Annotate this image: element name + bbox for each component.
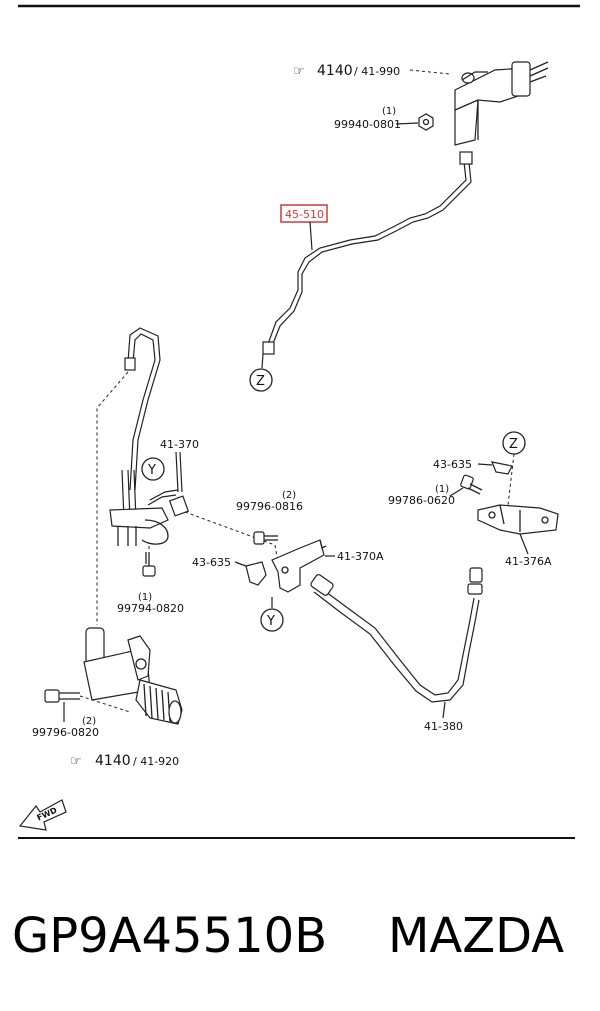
ref-circle-y-bottom <box>260 608 284 632</box>
bottom-ref-arrow-icon: ☞ <box>70 754 82 769</box>
clutch-hose-41-380 <box>310 567 483 703</box>
label-43-635-right: 43-635 <box>433 458 472 471</box>
ref-z-top: Z <box>256 374 265 389</box>
forward-arrow-icon <box>18 799 67 831</box>
label-41-376A: 41-376A <box>505 555 552 568</box>
qty-99796a: (2) <box>282 490 296 501</box>
qty-99796b: (2) <box>82 716 96 727</box>
left-pipe-assembly <box>109 327 190 546</box>
ref-circle-z-top <box>249 368 273 392</box>
clutch-pipe-45-510 <box>262 151 473 355</box>
top-ref-sub: / 41-990 <box>354 65 400 78</box>
label-99796a: 99796-0816 <box>236 500 303 513</box>
label-41-370: 41-370 <box>160 438 199 451</box>
leader-top-ref <box>409 69 451 75</box>
top-ref-arrow-icon: ☞ <box>293 64 305 79</box>
bolt-99786-0620 <box>460 474 483 495</box>
clip-43-635-left <box>245 561 267 586</box>
leader-bottom-bolt <box>79 695 131 713</box>
clutch-master-cylinder <box>454 61 549 146</box>
caption-brand: MAZDA <box>388 908 564 964</box>
ref-z-right: Z <box>509 437 518 452</box>
qty-99794: (1) <box>138 592 152 603</box>
label-41-370A: 41-370A <box>337 550 384 563</box>
top-ref-main: 4140 <box>317 63 353 79</box>
label-99786: 99786-0620 <box>388 494 455 507</box>
clutch-release-cylinder <box>83 627 183 725</box>
bolt-99796-0820 <box>44 689 80 703</box>
bottom-ref-sub: / 41-920 <box>133 755 179 768</box>
ref-circle-y-left <box>141 457 165 481</box>
label-99794: 99794-0820 <box>117 602 184 615</box>
label-99940: 99940-0801 <box>334 118 401 131</box>
clip-43-635-right <box>491 461 513 475</box>
label-45-510: 45-510 <box>285 208 324 221</box>
qty-99786: (1) <box>435 484 449 495</box>
bolt-99794-0820 <box>142 552 156 577</box>
ref-y-bottom: Y <box>266 614 275 629</box>
label-43-635-left: 43-635 <box>192 556 231 569</box>
nut-99940-0801 <box>418 113 434 131</box>
label-99796b: 99796-0820 <box>32 726 99 739</box>
ref-y-left: Y <box>147 463 156 478</box>
bracket-41-370A <box>271 539 327 593</box>
highlight-box-45-510 <box>280 204 328 223</box>
bracket-41-376A <box>477 504 559 535</box>
qty-99940: (1) <box>382 106 396 117</box>
label-41-380: 41-380 <box>424 720 463 733</box>
bolt-99796-0816 <box>253 531 278 545</box>
caption-part-number: GP9A45510B <box>12 908 327 964</box>
leader-left-vert <box>96 371 129 625</box>
bottom-ref-main: 4140 <box>95 753 131 769</box>
